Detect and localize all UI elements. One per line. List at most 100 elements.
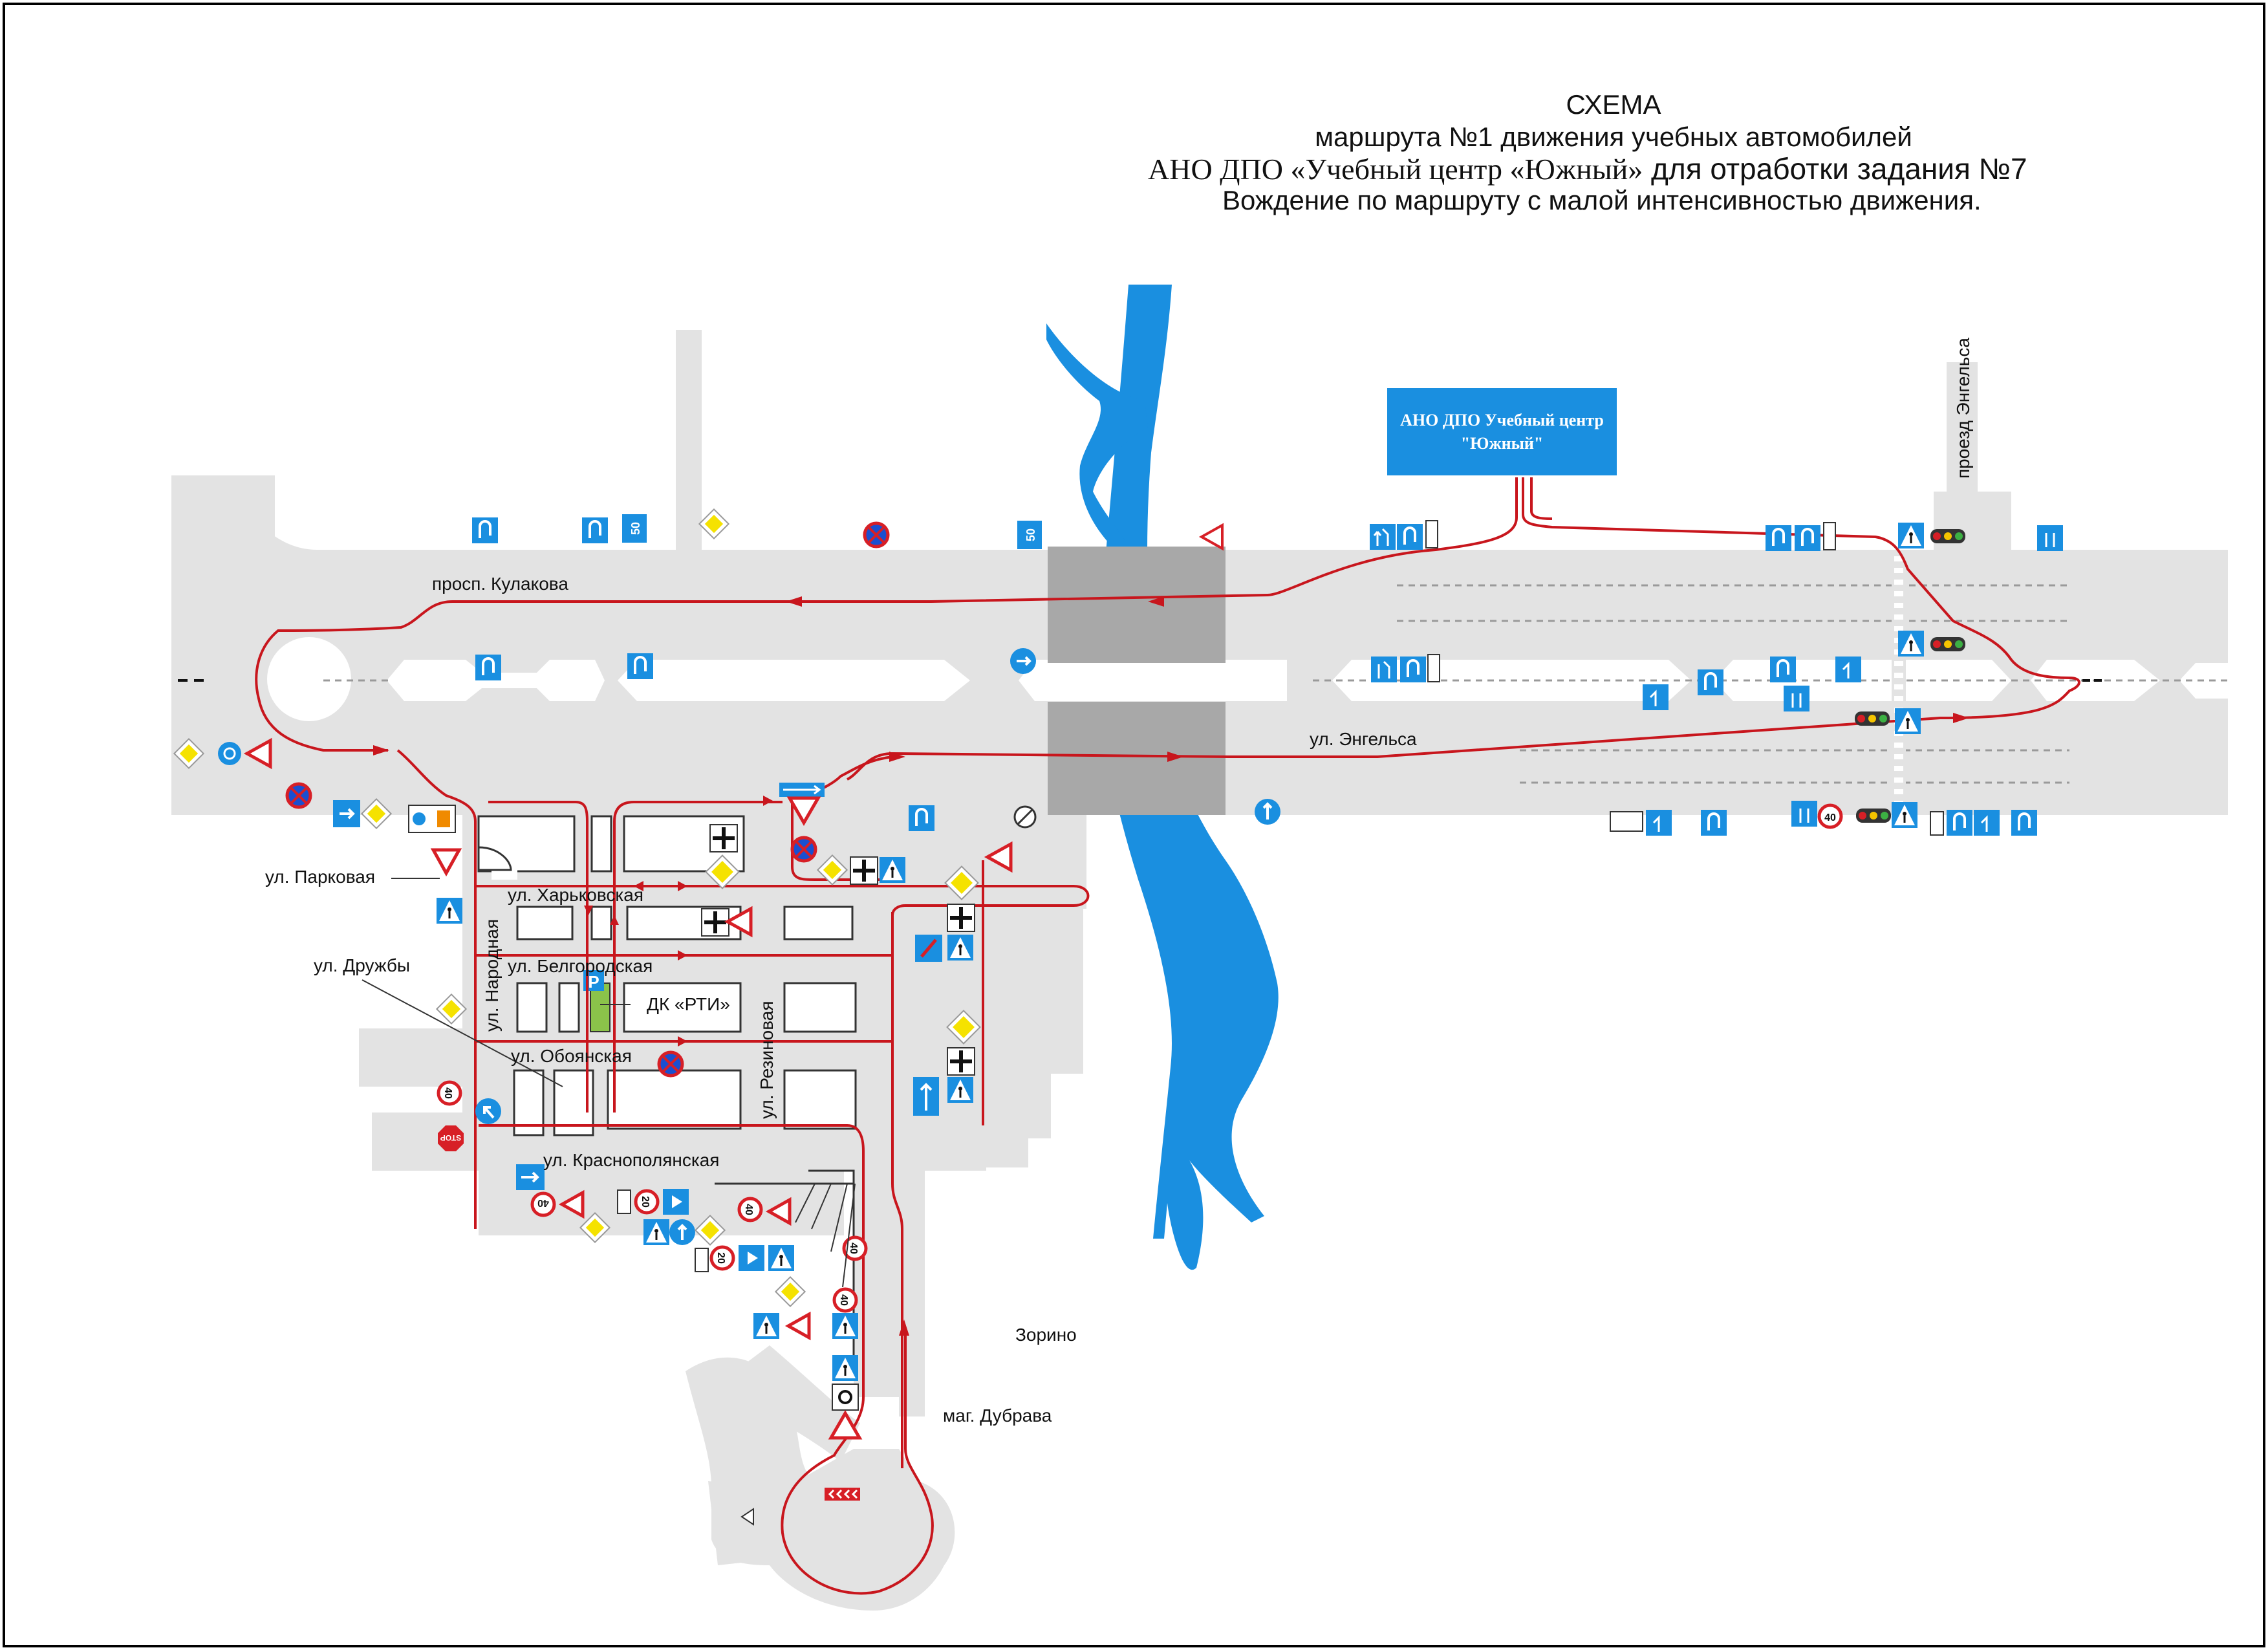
corner-lot (477, 846, 512, 871)
svg-text:50: 50 (1024, 528, 1037, 541)
svg-text:20: 20 (715, 1252, 726, 1264)
street-label-kulakova: просп. Кулакова (432, 574, 568, 594)
speed-50-blue-sign: 50 (622, 514, 647, 543)
training-centre-line-2: "Южный" (1460, 433, 1544, 453)
training-centre-line-1: АНО ДПО Учебный центр (1400, 411, 1604, 430)
main-road-sign (774, 1275, 806, 1308)
speed-limit-40-sign: 40 (842, 1235, 868, 1261)
traffic-light (1856, 809, 1891, 823)
crosswalk-east (1892, 553, 1906, 812)
street-label-proezd-engelsa: проезд Энгельса (1953, 338, 1973, 479)
scheme-subtitle-organization: АНО ДПО «Учебный центр «Южный» для отраб… (1148, 151, 2027, 186)
intersection-sign (709, 824, 738, 852)
pedestrian-crossing-sign (880, 857, 905, 883)
street-label-rezinovaya: ул. Резиновая (757, 1001, 777, 1120)
street-label-parkovaya: ул. Парковая (265, 867, 375, 887)
information-sign (408, 805, 456, 833)
main-road-sign (705, 854, 740, 889)
give-way-sign (724, 906, 753, 938)
lane-direction-sign (1371, 657, 1397, 682)
u-turn-sign (582, 517, 608, 543)
distance-plate (617, 1189, 631, 1214)
u-turn-sign (472, 517, 498, 543)
main-road-sign (694, 1214, 726, 1246)
keep-right-sign (1010, 648, 1036, 674)
lane-direction-sign (1646, 810, 1672, 836)
intersection-sign (701, 908, 729, 937)
u-turn-sign (1397, 524, 1423, 550)
main-road-sign (173, 737, 205, 770)
dk-rti-building (590, 982, 610, 1032)
u-turn-sign (909, 805, 934, 831)
roundabout-sign (218, 742, 241, 765)
svg-text:50: 50 (629, 522, 642, 535)
direction-sign (663, 1189, 689, 1215)
svg-text:40: 40 (442, 1087, 453, 1099)
lane-direction-sign (1835, 657, 1861, 682)
street-label-krasnopolyanskaya: ул. Краснополянская (543, 1150, 719, 1170)
pedestrian-crossing-sign (437, 898, 462, 924)
speed-limit-40-sign: 40 (437, 1080, 462, 1106)
main-road-sign (360, 798, 393, 830)
give-way-sign (243, 737, 272, 770)
u-turn-sign (475, 655, 501, 680)
scheme-title: СХЕМА (1566, 89, 1661, 120)
place-label-zorino: Зорино (1015, 1325, 1077, 1345)
traffic-light (1855, 711, 1890, 726)
pedestrian-crossing-sign (1892, 802, 1917, 828)
svg-text:40: 40 (848, 1243, 859, 1254)
u-turn-sign (1698, 669, 1723, 695)
svg-text:40: 40 (838, 1294, 849, 1306)
one-way-road-sign (1255, 799, 1280, 825)
route-line (255, 477, 2080, 1595)
main-road-sign (946, 1010, 981, 1045)
svg-text:40: 40 (1824, 812, 1836, 823)
pedestrian-crossing-sign (753, 1313, 779, 1339)
direction-arrow-mark (740, 1508, 754, 1526)
chevron-sign (825, 1488, 860, 1501)
main-road-sign (435, 993, 468, 1025)
give-way-sign (828, 1410, 863, 1440)
direction-right-sign (333, 800, 360, 827)
no-stopping-sign (285, 782, 312, 809)
speed-50-blue-sign: 50 (1017, 521, 1042, 549)
pedestrian-crossing-sign (1895, 708, 1921, 734)
buildings (477, 815, 857, 1136)
no-stopping-sign (863, 521, 890, 548)
lane-direction-sign (1370, 524, 1396, 550)
intersection-sign (850, 856, 878, 885)
u-turn-sign (627, 653, 653, 679)
speed-limit-40-sign: 40 (530, 1191, 556, 1217)
pedestrian-crossing-sign (643, 1219, 669, 1245)
distance-plate (1930, 811, 1944, 836)
give-way-sign (786, 796, 821, 826)
no-entry-prohibition-sign (915, 935, 942, 962)
roundabout-warning-sign (832, 1384, 859, 1411)
svg-text:40: 40 (743, 1204, 754, 1215)
pedestrian-crossing-sign (832, 1355, 858, 1381)
scheme-subtitle-route: маршрута №1 движения учебных автомобилей (1315, 122, 1912, 152)
building-label-dk-rti: ДК «РТИ» (647, 994, 730, 1014)
direction-sign (739, 1245, 764, 1271)
traffic-signs: 50 50 (173, 508, 2063, 1526)
lane-direction-sign (779, 783, 825, 797)
distance-plate (1610, 811, 1643, 832)
end-of-restrictions-sign (1013, 805, 1037, 829)
u-turn-sign (1947, 810, 1972, 836)
no-stopping-sign (790, 836, 817, 863)
warning-triangle-sign (1198, 523, 1224, 551)
main-road-sign (698, 508, 730, 540)
no-stopping-sign (657, 1050, 684, 1078)
label-leaders (362, 878, 856, 1288)
street-label-oboyanskaya: ул. Обоянская (511, 1046, 632, 1066)
pedestrian-crossing-sign (1898, 631, 1924, 657)
u-turn-sign (1770, 657, 1796, 682)
pedestrian-crossing-sign (947, 1077, 973, 1103)
u-turn-sign (1795, 525, 1820, 551)
give-way-sign (784, 1311, 811, 1341)
place-label-mag-dubrava: маг. Дубрава (943, 1406, 1052, 1426)
street-label-narodnaya: ул. Народная (482, 919, 502, 1032)
street-label-belgorodskaya: ул. Белгородская (508, 956, 653, 976)
